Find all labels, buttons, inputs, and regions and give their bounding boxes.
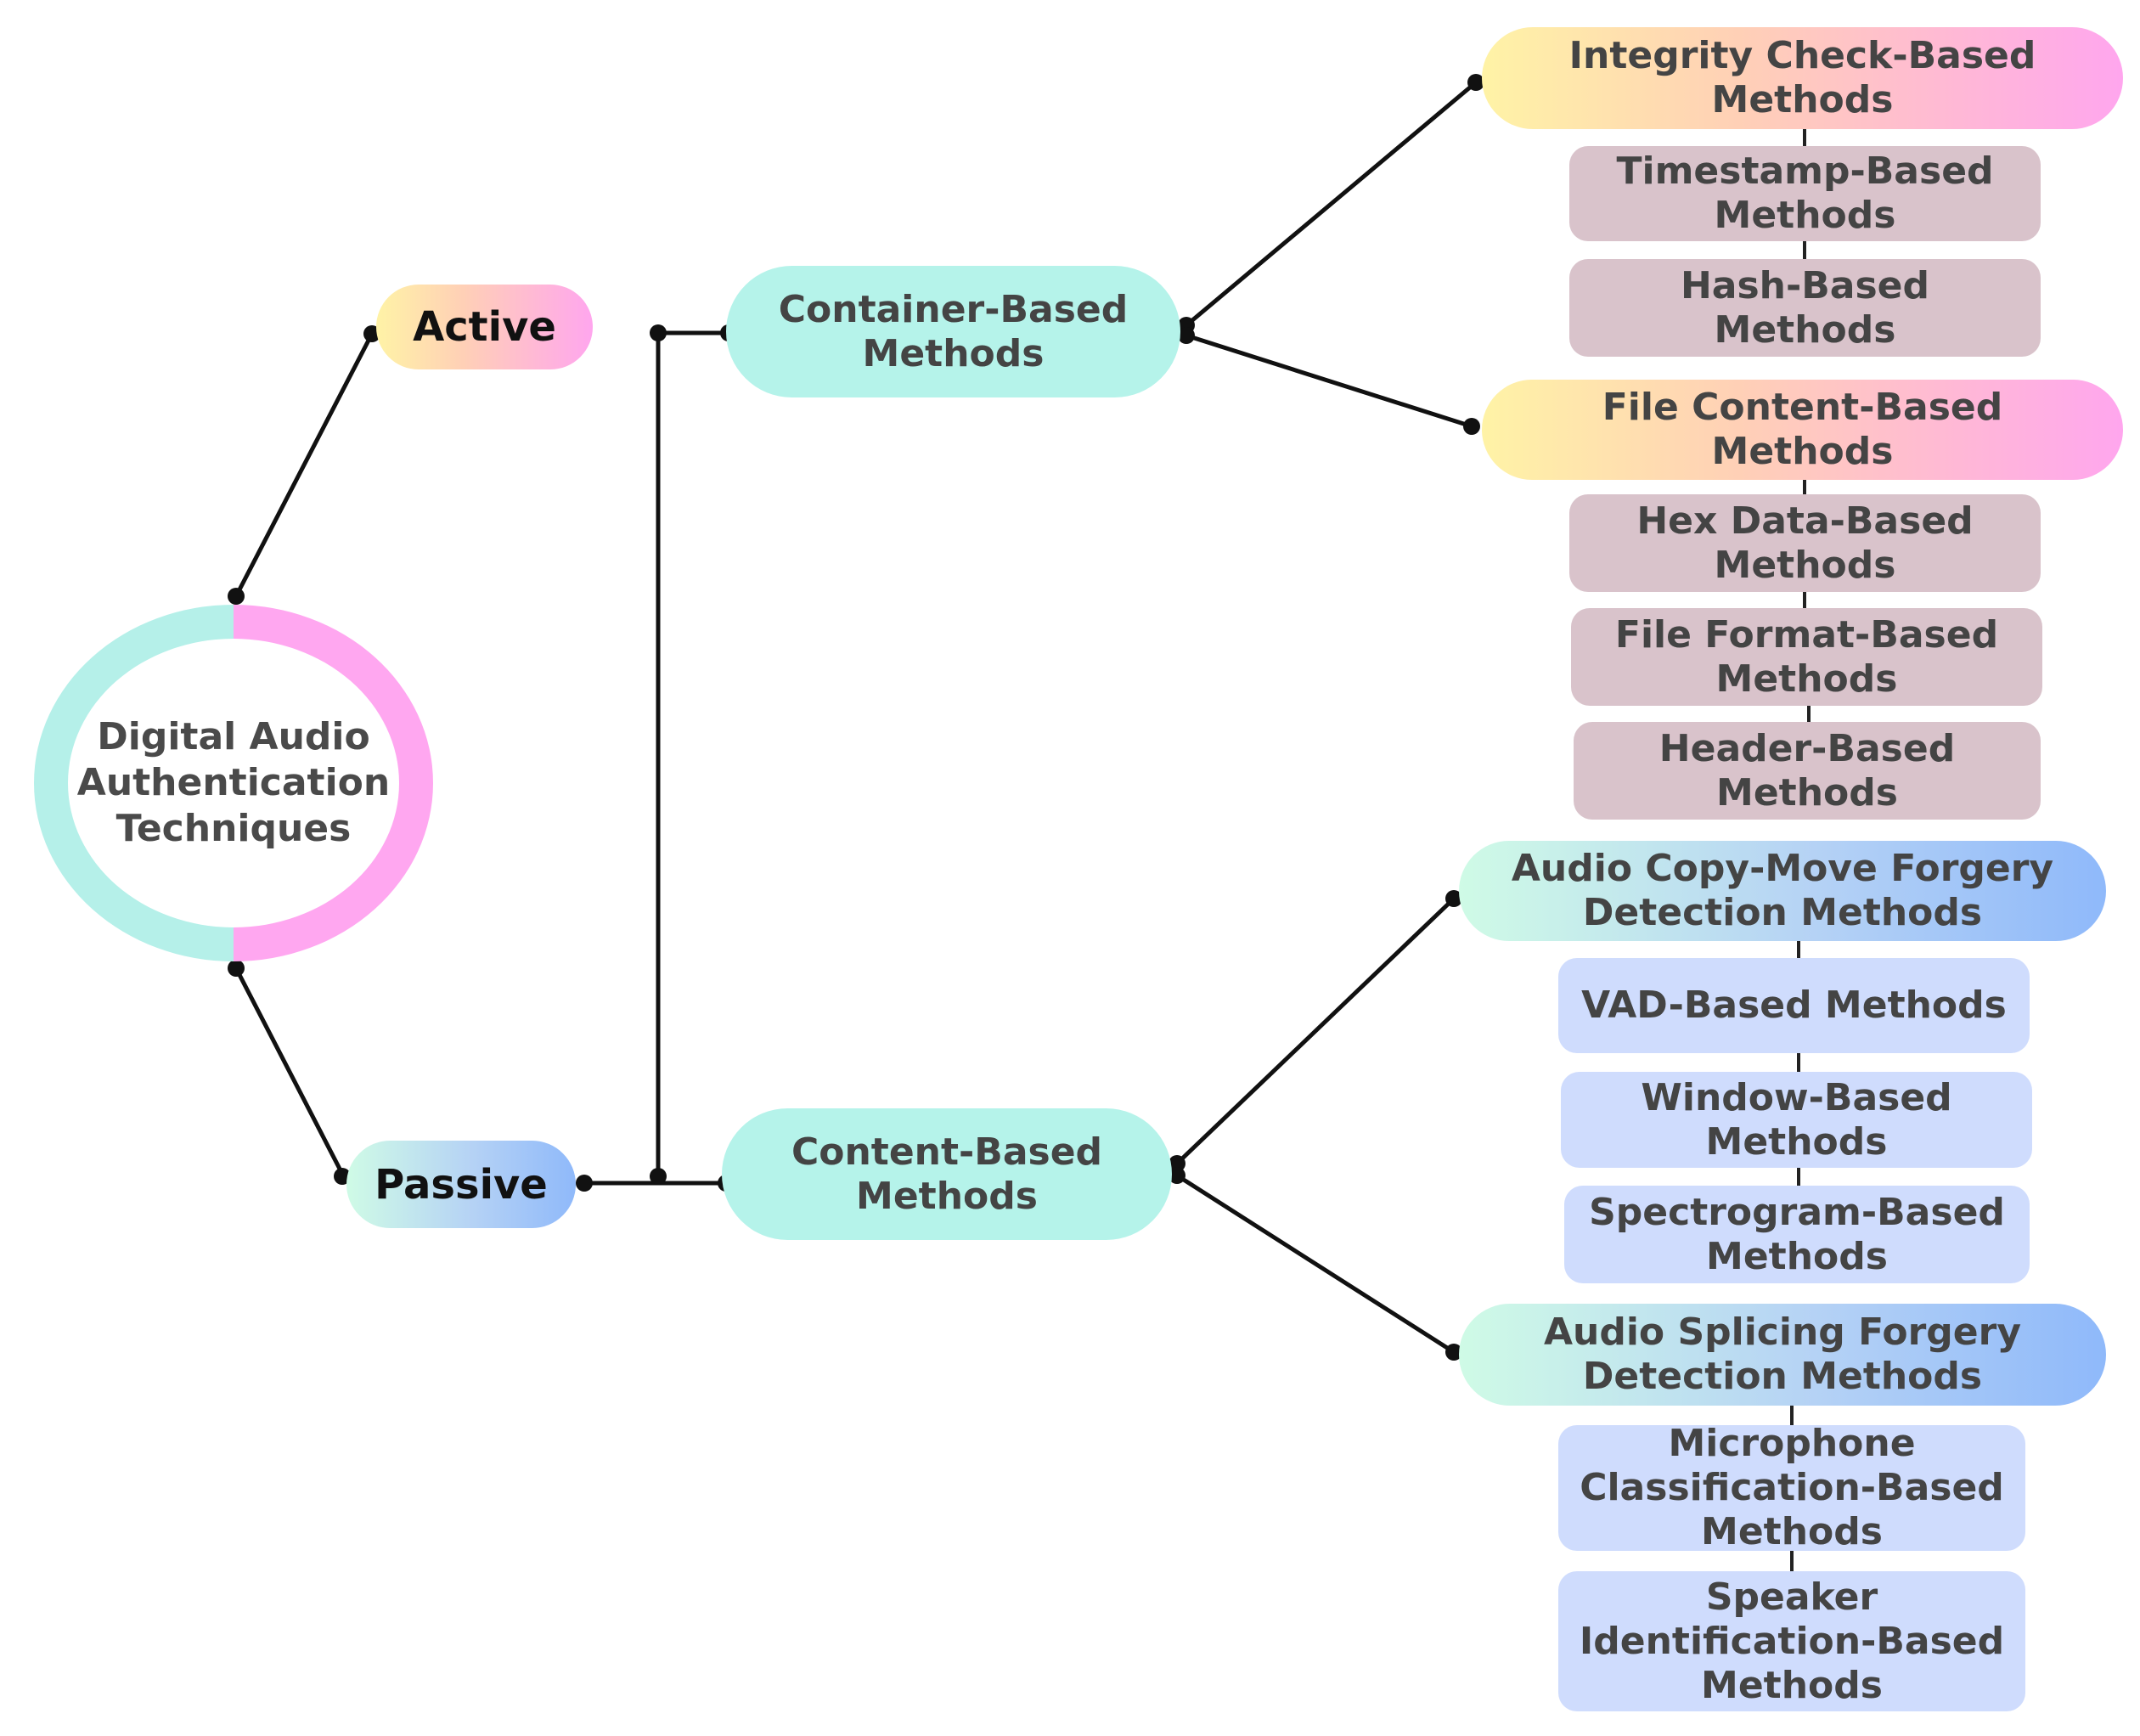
- content-based-label: Content-Based Methods: [791, 1130, 1103, 1218]
- copy-move-label: Audio Copy-Move Forgery Detection Method…: [1511, 847, 2054, 934]
- active-node: Active: [376, 285, 593, 369]
- integrity-check-label: Integrity Check-Based Methods: [1568, 34, 2036, 121]
- container-based-label: Container-Based Methods: [778, 287, 1129, 375]
- hash-label: Hash-Based Methods: [1680, 263, 1930, 352]
- speaker-label: Speaker Identification-Based Methods: [1579, 1575, 2005, 1707]
- connector-dot: [1445, 1344, 1462, 1361]
- splicing-node: Audio Splicing Forgery Detection Methods: [1459, 1304, 2106, 1406]
- hex-data-label: Hex Data-Based Methods: [1636, 499, 1974, 587]
- passive-label: Passive: [374, 1160, 548, 1209]
- microphone-label: Microphone Classification-Based Methods: [1580, 1422, 2004, 1553]
- header-label: Header-Based Methods: [1658, 726, 1956, 814]
- connector-content-splicing: [1175, 1173, 1456, 1355]
- connector-dot: [228, 588, 245, 605]
- connector-dot: [1463, 418, 1480, 435]
- splicing-label: Audio Splicing Forgery Detection Methods: [1543, 1310, 2022, 1398]
- spectrogram-label: Spectrogram-Based Methods: [1589, 1190, 2005, 1278]
- connector-dot: [650, 324, 667, 341]
- connector-dot: [576, 1175, 593, 1192]
- content-based-node: Content-Based Methods: [722, 1108, 1172, 1240]
- connector-root-active: [234, 332, 374, 598]
- connector-dot: [1467, 74, 1484, 91]
- timestamp-node: Timestamp-Based Methods: [1569, 146, 2041, 241]
- vad-label: VAD-Based Methods: [1581, 984, 2007, 1027]
- root-label: Digital Audio Authentication Techniques: [76, 715, 391, 850]
- file-format-label: File Format-Based Methods: [1614, 612, 1999, 701]
- connector-container-integrity: [1185, 81, 1478, 327]
- window-node: Window-Based Methods: [1561, 1072, 2032, 1168]
- passive-node: Passive: [346, 1141, 576, 1228]
- timestamp-label: Timestamp-Based Methods: [1616, 149, 1994, 237]
- connector-dot: [1445, 890, 1462, 907]
- connector-dot: [228, 960, 245, 977]
- file-format-node: File Format-Based Methods: [1571, 608, 2042, 706]
- vad-node: VAD-Based Methods: [1558, 958, 2030, 1053]
- header-node: Header-Based Methods: [1574, 722, 2041, 820]
- connector-dot: [1169, 1155, 1185, 1172]
- speaker-node: Speaker Identification-Based Methods: [1558, 1571, 2025, 1711]
- file-content-node: File Content-Based Methods: [1482, 380, 2123, 480]
- connector-dot: [1178, 327, 1195, 344]
- root-node: Digital Audio Authentication Techniques: [68, 639, 399, 927]
- integrity-check-node: Integrity Check-Based Methods: [1482, 27, 2123, 129]
- hex-data-node: Hex Data-Based Methods: [1569, 494, 2041, 592]
- hash-node: Hash-Based Methods: [1569, 259, 2041, 357]
- connector-container-filecontent: [1185, 333, 1473, 429]
- root-node-ring: Digital Audio Authentication Techniques: [34, 605, 433, 961]
- copy-move-node: Audio Copy-Move Forgery Detection Method…: [1459, 841, 2106, 941]
- spectrogram-node: Spectrogram-Based Methods: [1564, 1186, 2030, 1283]
- active-label: Active: [413, 303, 556, 351]
- connector-dot: [650, 1168, 667, 1185]
- container-based-node: Container-Based Methods: [726, 266, 1180, 397]
- connector-content-copymove: [1175, 897, 1456, 1165]
- file-content-label: File Content-Based Methods: [1602, 386, 2003, 473]
- microphone-node: Microphone Classification-Based Methods: [1558, 1422, 2025, 1553]
- connector-dot: [1169, 1167, 1185, 1184]
- window-label: Window-Based Methods: [1641, 1075, 1952, 1164]
- connector-root-passive: [234, 967, 345, 1175]
